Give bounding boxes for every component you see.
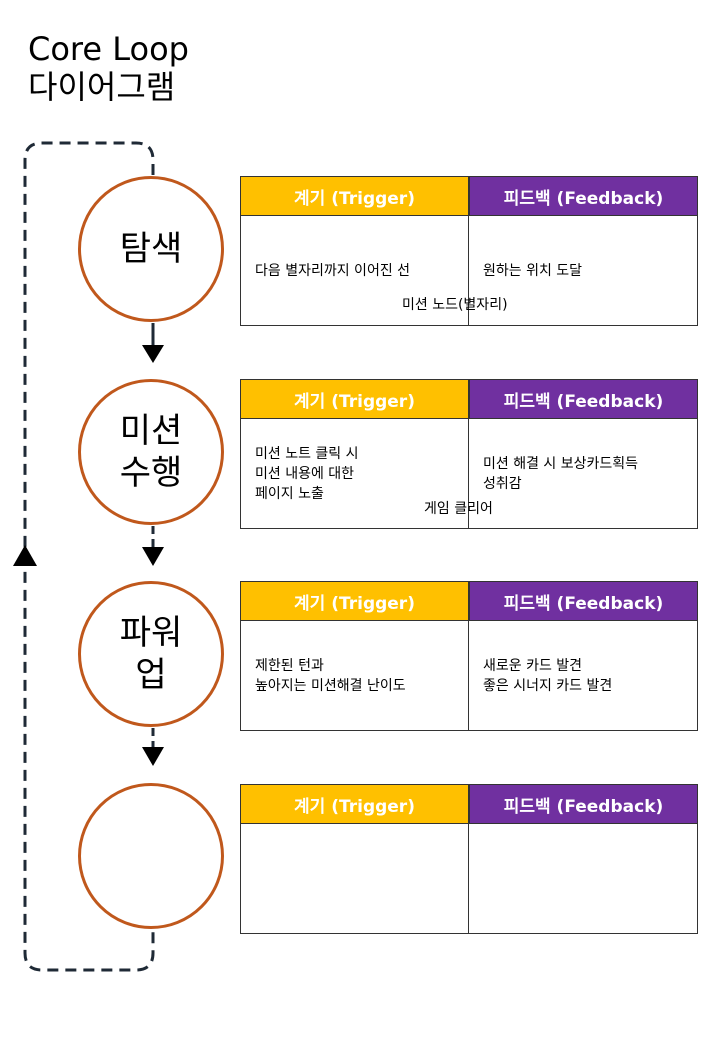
stage-circle-powerup: 파워 업 [78, 581, 224, 727]
trigger-header: 계기 (Trigger) [240, 176, 469, 216]
feedback-text: 미션 해결 시 보상카드획득 성취감 [469, 419, 698, 529]
stage-connector-3 [142, 728, 164, 766]
loop-direction-icon [13, 545, 37, 566]
feedback-header: 피드백 (Feedback) [469, 784, 698, 824]
trigger-text: 제한된 턴과 높아지는 미션해결 난이도 [240, 621, 469, 731]
stage-panel-empty: 계기 (Trigger) 피드백 (Feedback) [240, 784, 698, 934]
stage-panel-mission: 계기 (Trigger) 피드백 (Feedback) 미션 노트 클릭 시 미… [240, 379, 698, 529]
stage-name: 탐색 [119, 229, 183, 269]
trigger-text [240, 824, 469, 934]
trigger-header: 계기 (Trigger) [240, 581, 469, 621]
feedback-header: 피드백 (Feedback) [469, 581, 698, 621]
stage-connector-2 [142, 526, 164, 566]
stage-note-explore: 미션 노드(별자리) [402, 297, 508, 313]
feedback-text [469, 824, 698, 934]
stage-circle-mission: 미션 수행 [78, 379, 224, 525]
trigger-header: 계기 (Trigger) [240, 379, 469, 419]
title-line-1: Core Loop [28, 30, 189, 68]
stage-name: 미션 수행 [119, 411, 183, 493]
stage-connector-1 [142, 323, 164, 363]
feedback-header: 피드백 (Feedback) [469, 379, 698, 419]
feedback-header: 피드백 (Feedback) [469, 176, 698, 216]
trigger-header: 계기 (Trigger) [240, 784, 469, 824]
trigger-text: 미션 노트 클릭 시 미션 내용에 대한 페이지 노출 [240, 419, 469, 529]
stage-panel-powerup: 계기 (Trigger) 피드백 (Feedback) 제한된 턴과 높아지는 … [240, 581, 698, 731]
trigger-text: 다음 별자리까지 이어진 선 [240, 216, 469, 326]
stage-name: 파워 업 [119, 613, 183, 695]
feedback-text: 원하는 위치 도달 [469, 216, 698, 326]
feedback-text: 새로운 카드 발견 좋은 시너지 카드 발견 [469, 621, 698, 731]
stage-circle-empty [78, 783, 224, 929]
stage-panel-explore: 계기 (Trigger) 피드백 (Feedback) 다음 별자리까지 이어진… [240, 176, 698, 326]
stage-note-mission: 게임 클리어 [424, 501, 493, 517]
diagram-title: Core Loop 다이어그램 [28, 30, 288, 106]
stage-circle-explore: 탐색 [78, 176, 224, 322]
title-line-2: 다이어그램 [28, 68, 176, 106]
